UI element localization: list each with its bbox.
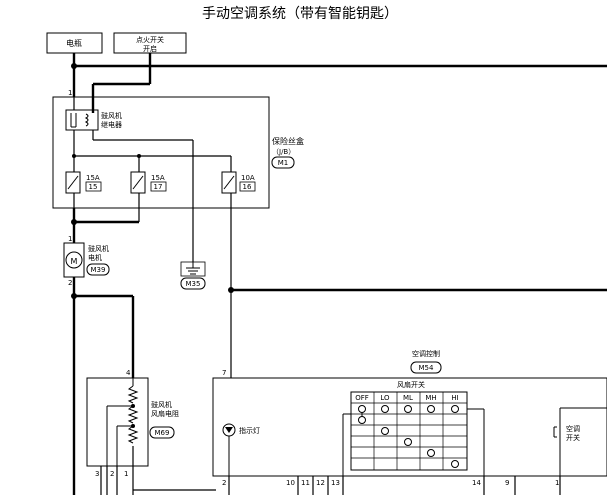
motor-label-2: 电机: [88, 253, 102, 262]
ac-control-pin-9: 9: [505, 479, 509, 487]
fuse-box-connector: M1: [278, 159, 289, 167]
fuse-15-num-box: [85, 181, 102, 192]
ac-control-pin-1: 1: [555, 479, 559, 487]
ignition-switch-label: 点火开关: [136, 35, 164, 44]
ac-switch-label: 空调: [566, 424, 580, 433]
motor-label: 鼓风机: [88, 244, 109, 253]
motor-symbol: M: [71, 257, 78, 266]
resistor-pin-1: 1: [124, 470, 128, 478]
fuse-17-num-box: [150, 181, 167, 192]
motor-connector-badge: [86, 263, 110, 276]
ac-control-output-wires: [228, 408, 561, 495]
fan-position-mh: MH: [425, 394, 436, 402]
resistor-connector-badge: [149, 426, 175, 439]
resistor-label-2: 风扇电阻: [151, 409, 179, 418]
ac-switch-icon: [553, 407, 607, 476]
ground-symbol: [180, 261, 206, 277]
motor-pin-top: 1: [68, 235, 72, 243]
fan-switch-label: 风扇开关: [397, 380, 425, 389]
junction-dot: [131, 424, 135, 428]
fuse-box-internal-wiring: [73, 97, 232, 262]
fan-position-off: OFF: [355, 394, 369, 402]
fuse-box: [52, 96, 270, 209]
resistor-connector: M69: [155, 429, 170, 437]
junction-dot: [228, 287, 234, 293]
fuse-16-num-box: [239, 181, 256, 192]
junction-dot: [71, 63, 77, 69]
fuse-box-label: 保险丝盒: [272, 136, 304, 146]
motor-connector: M39: [91, 266, 106, 274]
ac-control-connector: M54: [419, 364, 434, 372]
battery-label: 电瓶: [66, 38, 82, 48]
ignition-on-label: 开启: [143, 44, 157, 53]
battery-wire: [72, 53, 607, 97]
ac-switch-label-2: 开关: [566, 433, 580, 442]
fan-switch-contacts: [358, 405, 459, 468]
relay-label-2: 继电器: [101, 120, 122, 129]
fuse-17-amp: 15A: [151, 174, 165, 182]
junction-dot: [137, 154, 141, 158]
ac-control-connector-badge: [410, 361, 442, 374]
resistor-pin-3: 3: [95, 470, 99, 478]
ac-control-pin-7: 7: [222, 369, 226, 377]
fuse-17: [130, 171, 146, 194]
fan-position-hi: HI: [451, 394, 458, 402]
ground-connector-badge: [180, 277, 206, 290]
fuse-15-num: 15: [89, 183, 98, 191]
fan-position-ml: ML: [403, 394, 413, 402]
blower-relay: [65, 109, 99, 131]
fan-position-lo: LO: [380, 394, 390, 402]
diagram-title: 手动空调系统（带有智能钥匙）: [202, 6, 398, 22]
ac-control-pin-13: 13: [331, 479, 340, 487]
relay-pin-label: 1: [68, 89, 72, 97]
relay-label: 鼓风机: [101, 111, 122, 120]
junction-dot: [131, 404, 135, 408]
ignition-wire: [91, 53, 152, 113]
fuse-box-sub: （J/B）: [272, 148, 295, 156]
ac-control-box: [212, 377, 607, 477]
junction-dot: [72, 154, 76, 158]
ac-control-label: 空调控制: [412, 349, 440, 358]
junction-dot: [71, 293, 77, 299]
ac-control-pin-10: 10: [286, 479, 295, 487]
ground-connector: M35: [186, 280, 201, 288]
motor-feed-wire: [72, 208, 139, 243]
ac-control-pin-2: 2: [222, 479, 226, 487]
motor-pin-bottom: 2: [68, 279, 72, 287]
resistor-pin-2: 2: [110, 470, 114, 478]
resistor-pin-top: 4: [126, 369, 131, 377]
fuse-box-connector-badge: [271, 156, 295, 169]
resistor-label: 鼓风机: [151, 400, 172, 409]
fuse-15: [65, 171, 81, 194]
resistor-output-wires: [100, 466, 216, 495]
fuse-16-amp: 10A: [241, 174, 255, 182]
fuse-16: [221, 171, 237, 194]
fuse-16-num: 16: [243, 183, 252, 191]
fan-resistor: [106, 378, 139, 495]
ac-control-pin-14: 14: [472, 479, 481, 487]
indicator-lamp-icon: [222, 423, 236, 437]
ac-control-pin-11: 11: [301, 479, 310, 487]
fuse-17-num: 17: [154, 183, 163, 191]
ac-control-pin-12: 12: [316, 479, 325, 487]
fan-switch-table: [350, 391, 468, 471]
fuse-15-amp: 15A: [86, 174, 100, 182]
motor-output-wire: [72, 277, 135, 495]
indicator-label: 指示灯: [239, 426, 260, 435]
junction-dot: [71, 219, 77, 225]
